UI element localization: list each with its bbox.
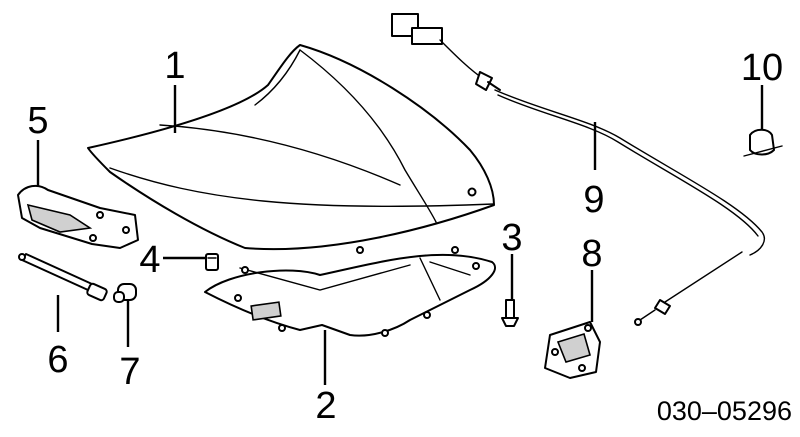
leader-lines <box>36 85 764 385</box>
cable-clip <box>743 128 783 157</box>
hood-insulator <box>204 253 497 337</box>
callout-8: 8 <box>581 233 602 275</box>
callout-10: 10 <box>741 47 783 89</box>
callout-2: 2 <box>315 385 336 427</box>
callout-4: 4 <box>139 239 160 281</box>
hood-clip <box>205 253 219 271</box>
callouts: 1 2 3 4 5 6 7 8 9 10 <box>27 45 783 427</box>
callout-3: 3 <box>501 217 522 259</box>
hood-panel <box>87 44 495 254</box>
release-cable <box>391 13 766 326</box>
callout-1: 1 <box>164 45 185 87</box>
callout-9: 9 <box>583 179 604 221</box>
part-code: 030–05296 <box>657 396 792 426</box>
hood-strut <box>18 253 108 302</box>
hood-bumper <box>113 283 137 303</box>
callout-5: 5 <box>27 100 48 142</box>
hood-hinge <box>17 184 139 249</box>
callout-7: 7 <box>119 351 140 393</box>
callout-6: 6 <box>47 339 68 381</box>
hood-bolt <box>501 299 519 327</box>
hood-latch <box>544 321 601 379</box>
